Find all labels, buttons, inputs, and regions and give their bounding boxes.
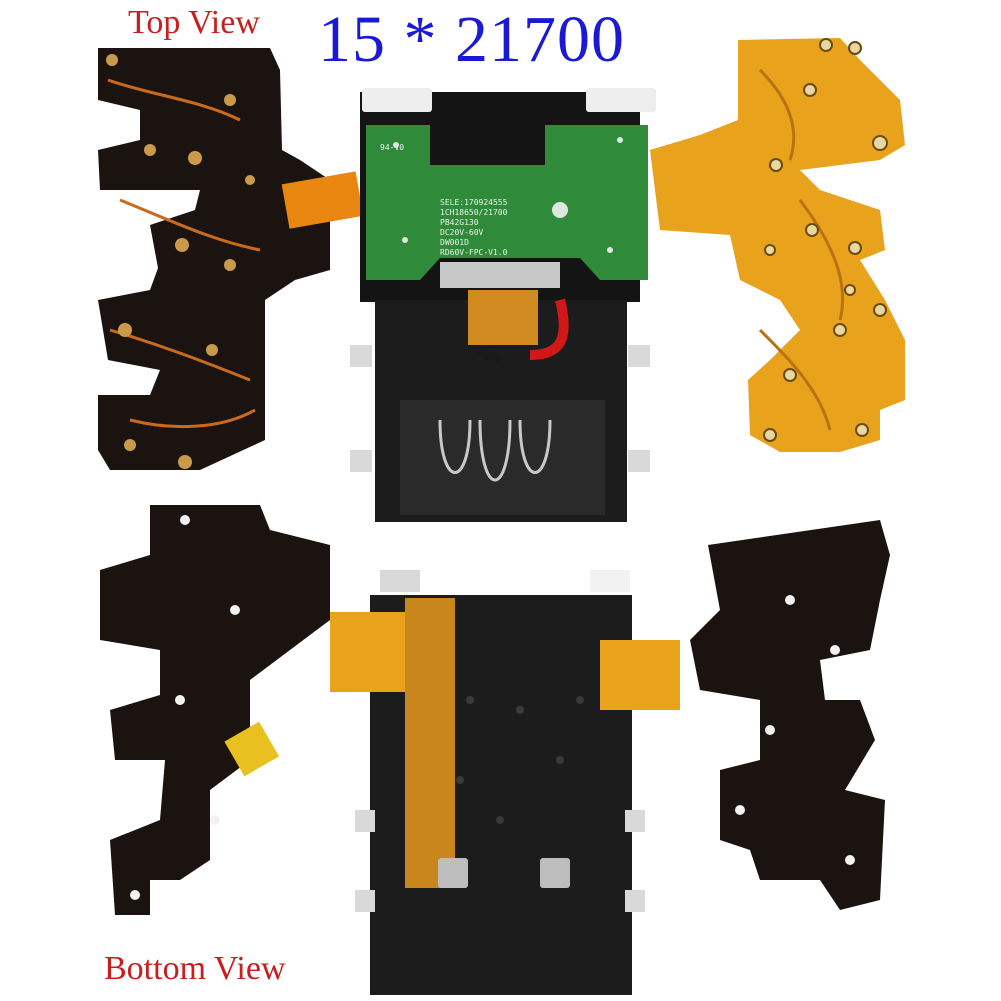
bottom-view-label: Bottom View	[104, 950, 286, 987]
battery-count-title: 15 * 21700	[318, 3, 625, 76]
pcb-text-4: DC20V-60V	[440, 228, 484, 237]
pcb-text-2: 1CH18650/21700	[440, 208, 508, 217]
pcb-text-3: PB42G130	[440, 218, 479, 227]
top-view-label: Top View	[128, 4, 260, 41]
top-green-pcb: SELE:170924555 1CH18650/21700 PB42G130 D…	[366, 125, 648, 288]
top-right-flex-pcb	[650, 38, 905, 452]
pcb-text-6: RD60V-FPC-V1.0	[440, 248, 508, 257]
bottom-connector-housing	[330, 570, 680, 995]
pcb-text-5: DW001D	[440, 238, 469, 247]
bottom-right-flex-pcb	[690, 520, 890, 910]
pcb-text-side: 94-V0	[380, 143, 404, 152]
pcb-text-1: SELE:170924555	[440, 198, 508, 207]
top-left-flex-pcb	[98, 48, 364, 470]
bottom-left-flex-pcb	[100, 505, 330, 915]
